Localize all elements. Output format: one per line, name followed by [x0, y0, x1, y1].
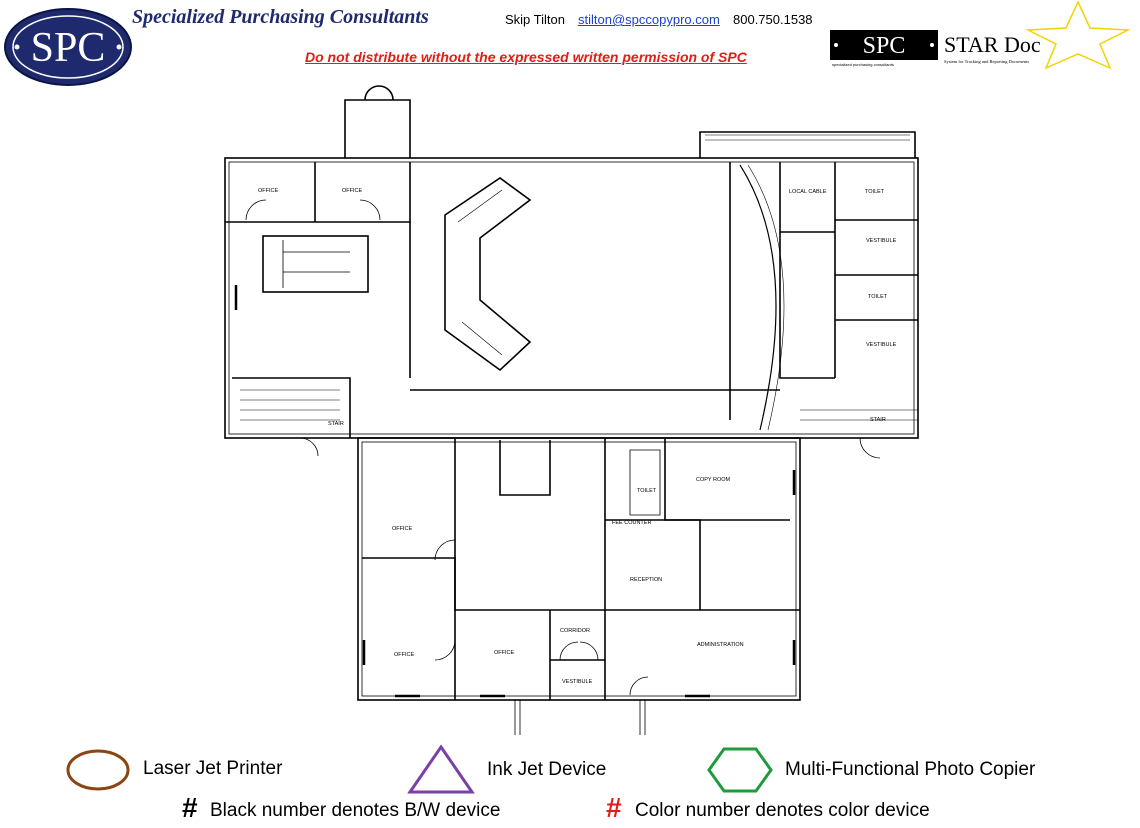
legend-ink-jet: Ink Jet Device	[487, 759, 607, 780]
room-stair-right: STAIR	[870, 417, 886, 423]
legend-black-note: Black number denotes B/W device	[210, 800, 501, 821]
room-copy-room: COPY ROOM	[696, 477, 731, 483]
room-vestibule-1: VESTIBULE	[866, 238, 897, 244]
stardoc-tagline-right: System for Tracking and Reporting Docume…	[944, 59, 1029, 64]
spc-logo: SPC	[2, 6, 134, 93]
laser-jet-legend-icon	[66, 748, 132, 797]
room-local-cable: LOCAL CABLE	[789, 189, 827, 195]
room-administration: ADMINISTRATION	[697, 642, 744, 648]
mfp-legend-icon	[706, 746, 774, 799]
stardoc-title: STAR Doc	[944, 32, 1041, 57]
room-stair-left: STAIR	[328, 421, 344, 427]
room-fee-counter: FEE COUNTER	[612, 520, 651, 526]
stardoc-spc-text: SPC	[863, 33, 906, 59]
legend-color-note: Color number denotes color device	[635, 800, 930, 821]
legend-mfp: Multi-Functional Photo Copier	[785, 759, 1036, 780]
stardoc-tagline-left: specialized purchasing consultants	[832, 62, 894, 67]
legend-laser-jet: Laser Jet Printer	[143, 758, 283, 779]
contact-phone: 800.750.1538	[733, 12, 813, 27]
logo-text: SPC	[31, 25, 106, 71]
room-toilet-2: TOILET	[868, 294, 888, 300]
room-office-1: OFFICE	[258, 188, 278, 194]
room-office-5: OFFICE	[494, 650, 514, 656]
contact-email-link[interactable]: stilton@spccopypro.com	[578, 12, 720, 27]
room-corridor: CORRIDOR	[560, 628, 590, 634]
room-office-3: OFFICE	[392, 526, 412, 532]
floor-plan: OFFICE OFFICE LOCAL CABLE TOILET VESTIBU…	[224, 85, 919, 735]
room-office-2: OFFICE	[342, 188, 362, 194]
room-toilet-1: TOILET	[865, 189, 885, 195]
room-vestibule-3: VESTIBULE	[562, 679, 593, 685]
hash-color-symbol: #	[606, 792, 622, 823]
company-name: Specialized Purchasing Consultants	[132, 6, 429, 28]
stardoc-logo: SPC STAR Doc specialized purchasing cons…	[828, 0, 1140, 75]
lower-block-outline	[357, 437, 801, 701]
room-toilet-3: TOILET	[637, 488, 657, 494]
ink-jet-legend-icon	[407, 744, 475, 801]
upper-block-outline	[224, 157, 919, 439]
room-vestibule-2: VESTIBULE	[866, 342, 897, 348]
contact-name: Skip Tilton	[505, 12, 565, 27]
disclaimer: Do not distribute without the expressed …	[305, 49, 747, 65]
room-office-4: OFFICE	[394, 652, 414, 658]
hash-black-symbol: #	[182, 792, 198, 823]
room-reception: RECEPTION	[630, 577, 662, 583]
